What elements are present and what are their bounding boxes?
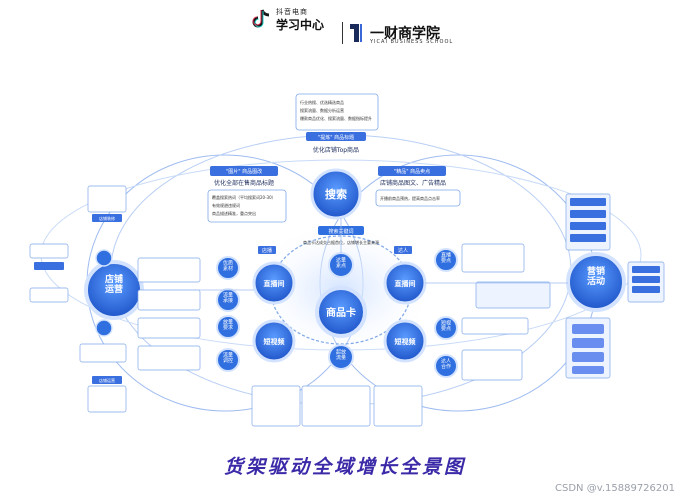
left-panel-item: 商品描述精准，重点突出 (212, 210, 256, 216)
marketing-bottom-badge-4 (572, 366, 604, 374)
left-detail-d (137, 345, 201, 371)
watermark: CSDN @v.15889726201 (555, 483, 675, 494)
store-panel-left-b (29, 287, 69, 303)
left-node-a-label: 优质素材 (223, 259, 233, 272)
store-panel-left-a (29, 243, 69, 259)
top-panel-item: 行业热搜、优选精选商品 (300, 99, 344, 105)
store-ops-label: 店铺运营 (105, 273, 123, 295)
marketing-bottom-badge-1 (572, 324, 604, 334)
store-bottom-node (95, 319, 113, 337)
left-node-c (216, 315, 240, 339)
live-left-label: 直播间 (264, 279, 285, 288)
center-hub (315, 286, 367, 338)
live-right-label: 直播间 (395, 279, 416, 288)
center-hub-label: 商品卡 (326, 306, 356, 319)
left-detail-a (137, 257, 201, 283)
right-flag-bg (394, 246, 412, 254)
right-detail-a (461, 243, 525, 273)
left-node-d (216, 348, 240, 372)
right-node-b (434, 316, 458, 340)
mid-top-node-label: 达量素点 (336, 256, 346, 269)
bottom-panel-c (373, 385, 423, 427)
right-node-a-label: 直播要点 (441, 251, 451, 264)
store-panel-top (87, 185, 127, 213)
marketing-label: 营销活动 (587, 265, 605, 287)
marketing-right-tag-3 (632, 286, 660, 293)
left-panel: "图片" 商品图改 优化全部在售商品标题 覆盖搜索热词（平均搜索词20-30） … (207, 166, 287, 223)
douyin-logo: 抖音电商 学习中心 (250, 6, 350, 32)
store-bottom-tag: 店铺运营 (99, 377, 115, 383)
store-left-tag-a (34, 262, 64, 270)
video-left-hub (252, 319, 296, 363)
search-hub (310, 168, 362, 220)
video-left-label: 短视频 (264, 337, 285, 346)
video-right-hub (383, 319, 427, 363)
right-node-a (434, 248, 458, 272)
right-node-c-label: 达人合作 (441, 357, 451, 370)
marketing-right-tag-2 (632, 276, 660, 283)
mid-bottom-node (328, 344, 354, 370)
right-panel-tag: "精品" 商品卖点 (394, 168, 430, 175)
mid-bottom-node-label: 起放流量 (336, 348, 346, 361)
marketing-bottom-badge-3 (572, 352, 604, 362)
school-title: 一财商学院 (370, 26, 440, 42)
marketing-hub (566, 252, 626, 312)
yicai-logo: 一财商学院 YICAI BUSINESS SCHOOL (350, 22, 460, 48)
left-flag-bg (258, 246, 276, 254)
right-flag: 达人 (398, 247, 408, 254)
page-title: 货架驱动全域增长全景图 (223, 456, 466, 478)
store-top-tag: 店铺装修 (99, 215, 115, 221)
store-top-node (95, 249, 113, 267)
left-node-d-label: 流量调控 (223, 351, 233, 364)
left-node-c-label: 放量要求 (223, 318, 233, 331)
store-bottom-tag-bg (92, 376, 122, 384)
logo-divider (342, 22, 343, 44)
marketing-top-tag-4 (570, 234, 606, 242)
douyin-subtitle: 抖音电商 (276, 8, 308, 16)
right-node-c (434, 354, 458, 378)
top-panel-title: 优化店铺Top商品 (313, 146, 359, 154)
top-panel: 行业热搜、优选精选商品 搜索流量、数据分析运营 爆款商品优化、搜索流量、数据指标… (295, 93, 379, 154)
bottom-panel-b (301, 385, 371, 427)
right-node-b-label: 短视要点 (441, 319, 451, 332)
top-panel-item: 搜索流量、数据分析运营 (300, 107, 344, 113)
live-left-hub (252, 261, 296, 305)
right-panel: "精品" 商品卖点 店铺商品图文、广告精品 开播前商品预热，提高商品点击率 (375, 166, 461, 207)
top-panel-tag: "提炼" 商品标题 (318, 134, 354, 141)
store-top-tag-bg (92, 214, 122, 222)
bottom-panel-a (251, 385, 301, 427)
left-panel-item: 有效规避违规词 (212, 202, 240, 208)
video-right-label: 短视频 (395, 337, 416, 346)
store-panel-bottom-a (79, 343, 127, 363)
school-subtitle: YICAI BUSINESS SCHOOL (370, 39, 454, 45)
top-panel-item: 爆款商品优化、搜索流量、数据指标提升 (300, 115, 372, 121)
marketing-top-tag-2 (570, 210, 606, 218)
douyin-title: 学习中心 (276, 18, 325, 32)
right-panel-title: 店铺商品图文、广告精品 (380, 179, 446, 187)
right-panel-item: 开播前商品预热，提高商品点击率 (380, 195, 440, 201)
right-detail-d (461, 349, 523, 381)
left-panel-title: 优化全部在售商品标题 (214, 179, 274, 187)
marketing-top-tag-3 (570, 222, 606, 230)
tiktok-note-icon (252, 9, 270, 28)
left-flag: 店播 (262, 247, 272, 254)
left-detail-b (137, 289, 201, 311)
left-detail-c (137, 317, 201, 339)
left-panel-tag: "图片" 商品图改 (226, 168, 262, 175)
search-hub-label: 搜索 (325, 187, 347, 201)
left-node-b-label: 流量承接 (223, 291, 233, 304)
marketing-bottom-badge-2 (572, 338, 604, 348)
marketing-top-tag-1 (570, 198, 606, 206)
left-node-b (216, 288, 240, 312)
left-node-a (216, 256, 240, 280)
store-panel-bottom-b (87, 385, 127, 413)
yicai-mark-icon (350, 24, 362, 42)
marketing-right-tag-1 (632, 266, 660, 273)
right-detail-c (461, 317, 529, 335)
left-panel-item: 覆盖搜索热词（平均搜索词20-30） (212, 194, 276, 200)
right-detail-b (475, 281, 551, 309)
